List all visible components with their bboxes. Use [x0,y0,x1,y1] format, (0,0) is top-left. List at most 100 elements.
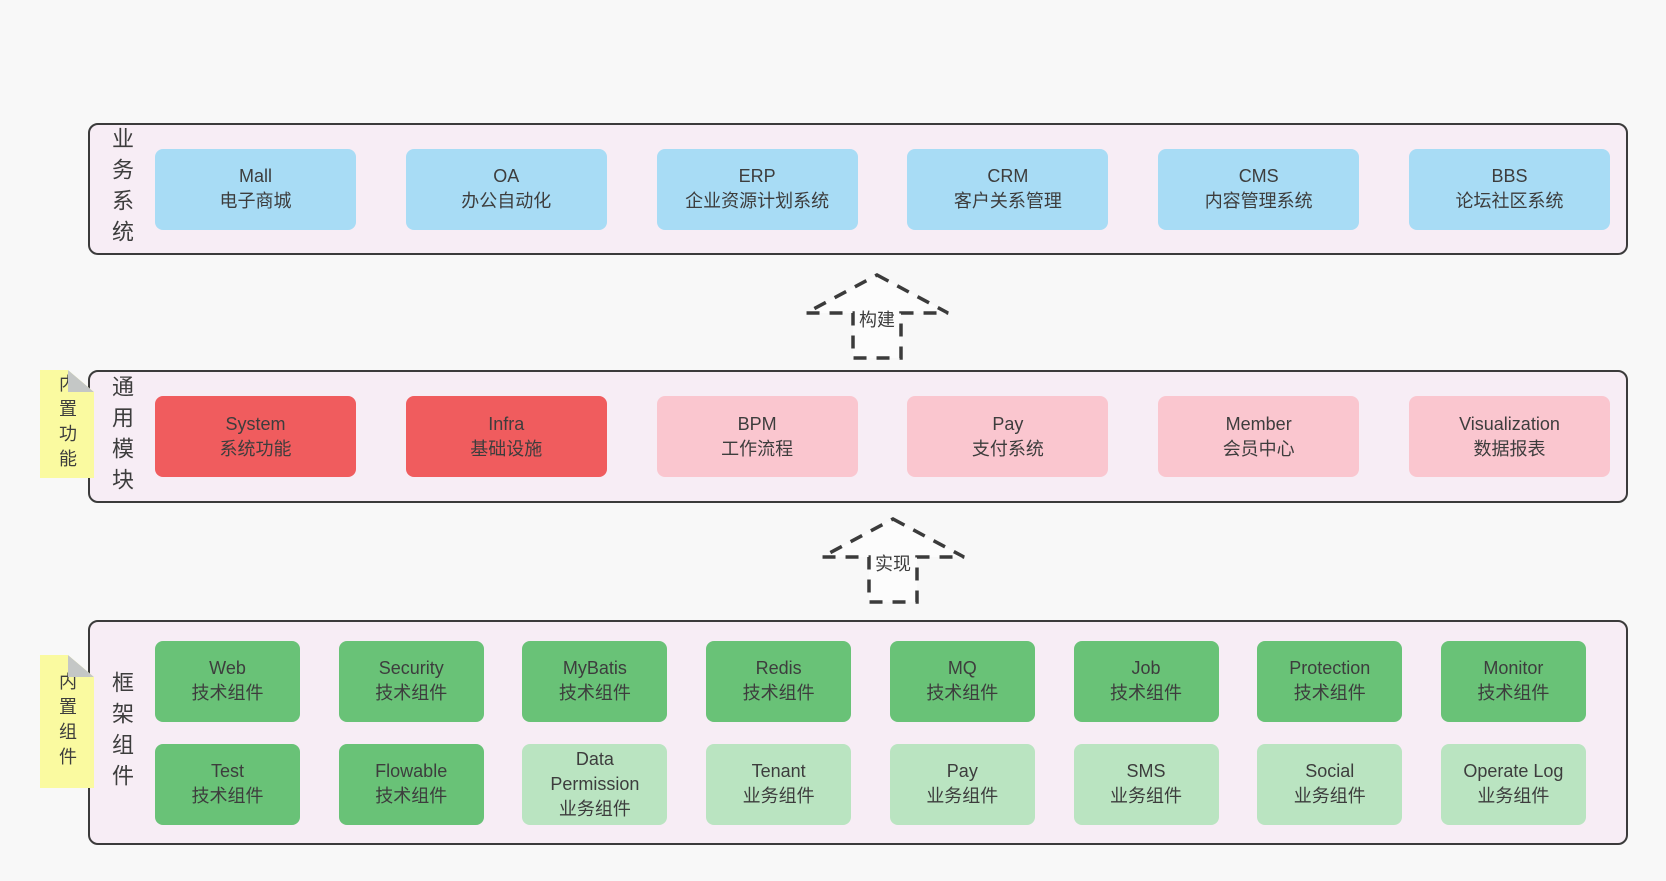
panel-label-text: 框架组件 [109,670,134,795]
folded-corner-icon [68,655,94,677]
box-subtitle: 内容管理系统 [1204,191,1313,211]
box-title: Data Permission [550,748,640,794]
box-subtitle: 企业资源计划系统 [685,191,830,211]
box-web: Web 技术组件 [155,640,300,722]
box-title: SMS [1126,761,1166,781]
box-subtitle: 论坛社区系统 [1455,191,1564,211]
box-pay-component: Pay 业务组件 [889,743,1035,825]
box-title: BPM [737,413,777,434]
box-system: System 系统功能 [155,396,356,477]
panel-label-text: 业务系统 [109,127,134,251]
box-test: Test 技术组件 [155,743,300,825]
box-title: Flowable [375,761,448,781]
box-subtitle: 技术组件 [558,683,631,703]
sticky-note-text: 内置功能 [57,374,77,474]
box-sms: SMS 业务组件 [1073,743,1219,825]
box-subtitle: 基础设施 [470,438,543,459]
box-flowable: Flowable 技术组件 [338,743,484,825]
box-subtitle: 技术组件 [1293,683,1366,703]
box-title: CMS [1238,166,1279,186]
box-title: Tenant [751,761,806,781]
arrow-build-label: 构建 [802,306,952,332]
box-mall: Mall 电子商城 [155,148,356,230]
box-subtitle: 技术组件 [1477,683,1550,703]
box-row: Mall 电子商城 OA 办公自动化 ERP 企业资源计划系统 CRM 客户关系管理 CMS 内容… [155,148,1610,230]
box-title: Member [1225,413,1292,434]
panel-business-label: 业务系统 [98,125,144,253]
box-title: Redis [755,658,802,678]
box-title: Monitor [1483,658,1544,678]
box-subtitle: 技术组件 [742,683,815,703]
box-title: CRM [987,166,1029,186]
box-oa: OA 办公自动化 [405,148,607,230]
box-subtitle: 技术组件 [191,786,264,806]
arrow-implement: 实现 [818,514,968,606]
sticky-note-built-in-features: 内置功能 [40,370,94,478]
arrow-implement-label-text: 实现 [872,553,914,575]
box-title: Security [378,658,444,678]
box-monitor: Monitor 技术组件 [1440,640,1586,722]
box-title: Operate Log [1463,761,1564,781]
box-title: System [225,413,286,434]
box-subtitle: 业务组件 [926,786,999,806]
box-title: Pay [946,761,978,781]
box-subtitle: 支付系统 [971,438,1044,459]
box-subtitle: 技术组件 [191,683,264,703]
box-title: Pay [992,413,1024,434]
box-subtitle: 业务组件 [1477,786,1550,806]
box-title: ERP [738,166,776,186]
box-visualization: Visualization 数据报表 [1408,396,1610,477]
box-subtitle: 数据报表 [1473,438,1546,459]
box-cms: CMS 内容管理系统 [1158,148,1360,230]
box-erp: ERP 企业资源计划系统 [656,148,858,230]
panel-label-text: 通用模块 [109,374,134,499]
box-crm: CRM 客户关系管理 [907,148,1109,230]
box-infra: Infra 基础设施 [405,396,607,477]
box-protection: Protection 技术组件 [1257,640,1403,722]
box-title: BBS [1491,166,1528,186]
box-subtitle: 技术组件 [375,786,448,806]
box-subtitle: 工作流程 [721,438,794,459]
box-title: Web [209,658,246,678]
box-subtitle: 业务组件 [558,798,631,819]
arrow-implement-label: 实现 [818,550,968,576]
box-title: Mall [238,166,272,186]
box-subtitle: 系统功能 [219,438,292,459]
sticky-note-text: 内置组件 [57,671,77,772]
panel-components-label: 框架组件 [98,622,144,843]
box-title: Test [210,761,244,781]
box-subtitle: 技术组件 [1110,683,1183,703]
panel-business-systems: 业务系统 Mall 电子商城 OA 办公自动化 ERP 企业资源计划系统 CRM 客户关系管理… [88,123,1628,255]
box-subtitle: 业务组件 [742,786,815,806]
box-tenant: Tenant 业务组件 [706,743,852,825]
box-subtitle: 客户关系管理 [953,191,1062,211]
box-title: Infra [488,413,525,434]
box-subtitle: 技术组件 [926,683,999,703]
box-title: OA [493,166,520,186]
box-bpm: BPM 工作流程 [656,396,858,477]
panel-common-modules: 通用模块 System 系统功能 Infra 基础设施 BPM 工作流程 Pay 支付系统 Me… [88,370,1628,503]
box-subtitle: 业务组件 [1110,786,1183,806]
folded-corner-icon [68,370,94,392]
sticky-note-built-in-components: 内置组件 [40,655,94,788]
box-bbs: BBS 论坛社区系统 [1408,148,1610,230]
box-title: Protection [1289,658,1371,678]
box-subtitle: 办公自动化 [461,191,552,211]
box-title: Visualization [1459,413,1560,434]
box-data-permission: Data Permission 业务组件 [522,743,668,825]
panel-modules-label: 通用模块 [98,372,144,501]
box-subtitle: 电子商城 [219,191,292,211]
